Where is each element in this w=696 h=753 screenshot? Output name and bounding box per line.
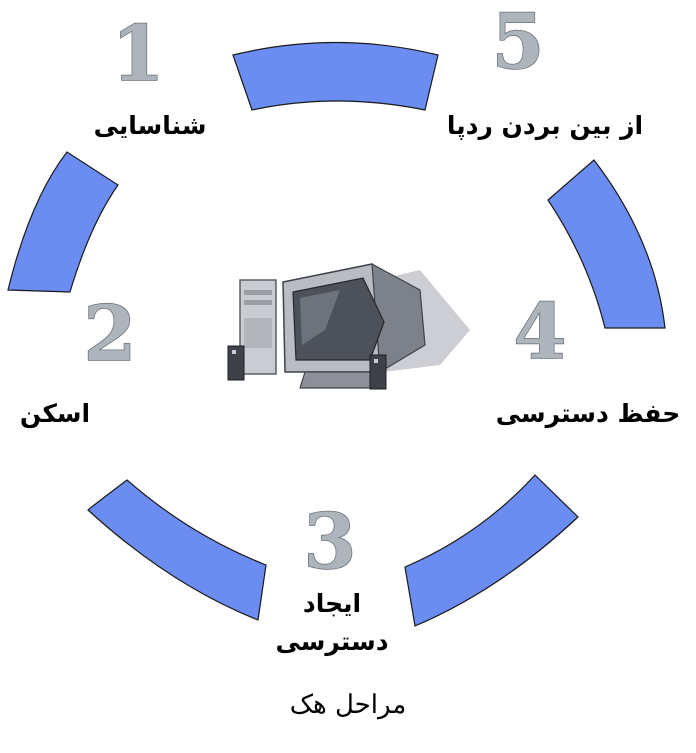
step-2-number: 2 [84,289,137,378]
step-3-label-line2: دسترسی [275,627,388,657]
step-5-label: از بین بردن ردپا [447,111,643,141]
arc-segment-upper-right [547,159,666,329]
arc-segment-lower-left [87,479,267,621]
step-5-number: 5 [492,0,545,86]
arc-segment-upper-left [7,151,119,293]
step-1-number: 1 [112,9,165,98]
step-3-label-line1: ایجاد [303,589,361,618]
diagram-caption: مراحل هک [289,690,407,720]
step-1-label: شناسایی [94,111,207,140]
step-4-label: حفظ دسترسی [496,399,681,429]
cycle-ring [7,41,666,627]
arc-segment-top [232,41,439,111]
computer-icon [227,262,470,390]
step-4-number: 4 [514,287,567,376]
step-2-label: اسکن [20,399,90,429]
step-3-number: 3 [304,497,357,586]
arc-segment-lower-right [404,474,579,627]
